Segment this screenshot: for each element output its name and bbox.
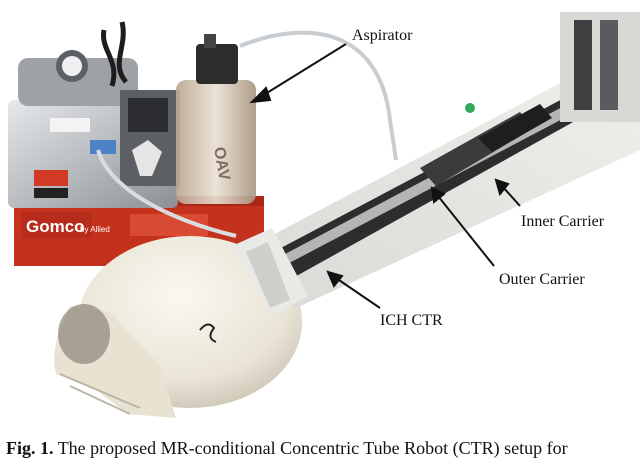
- aspirator-tube: [239, 30, 398, 161]
- caption-text: The proposed MR-conditional Concentric T…: [57, 438, 568, 458]
- aspirator-label: Aspirator: [352, 27, 413, 44]
- ich-ctr-label: ICH CTR: [380, 312, 443, 329]
- brand-logo-sub: by Allied: [80, 225, 110, 234]
- svg-text:OAV: OAV: [210, 146, 233, 182]
- skull: [54, 236, 302, 418]
- photo-figure: Gomco by Allied OAV: [8, 12, 640, 418]
- annotation-arrows: [249, 43, 521, 309]
- aspirator-bottle: OAV: [176, 34, 256, 204]
- brand-logo-text: Gomco: [26, 217, 85, 236]
- figure-number: Fig. 1.: [6, 438, 54, 458]
- figure-caption: Fig. 1. The proposed MR-conditional Conc…: [6, 437, 640, 463]
- inner-carrier-label: Inner Carrier: [521, 213, 605, 230]
- aspirator-body: [8, 21, 180, 208]
- outer-carrier-label: Outer Carrier: [499, 271, 585, 288]
- robot-arm: [232, 12, 640, 316]
